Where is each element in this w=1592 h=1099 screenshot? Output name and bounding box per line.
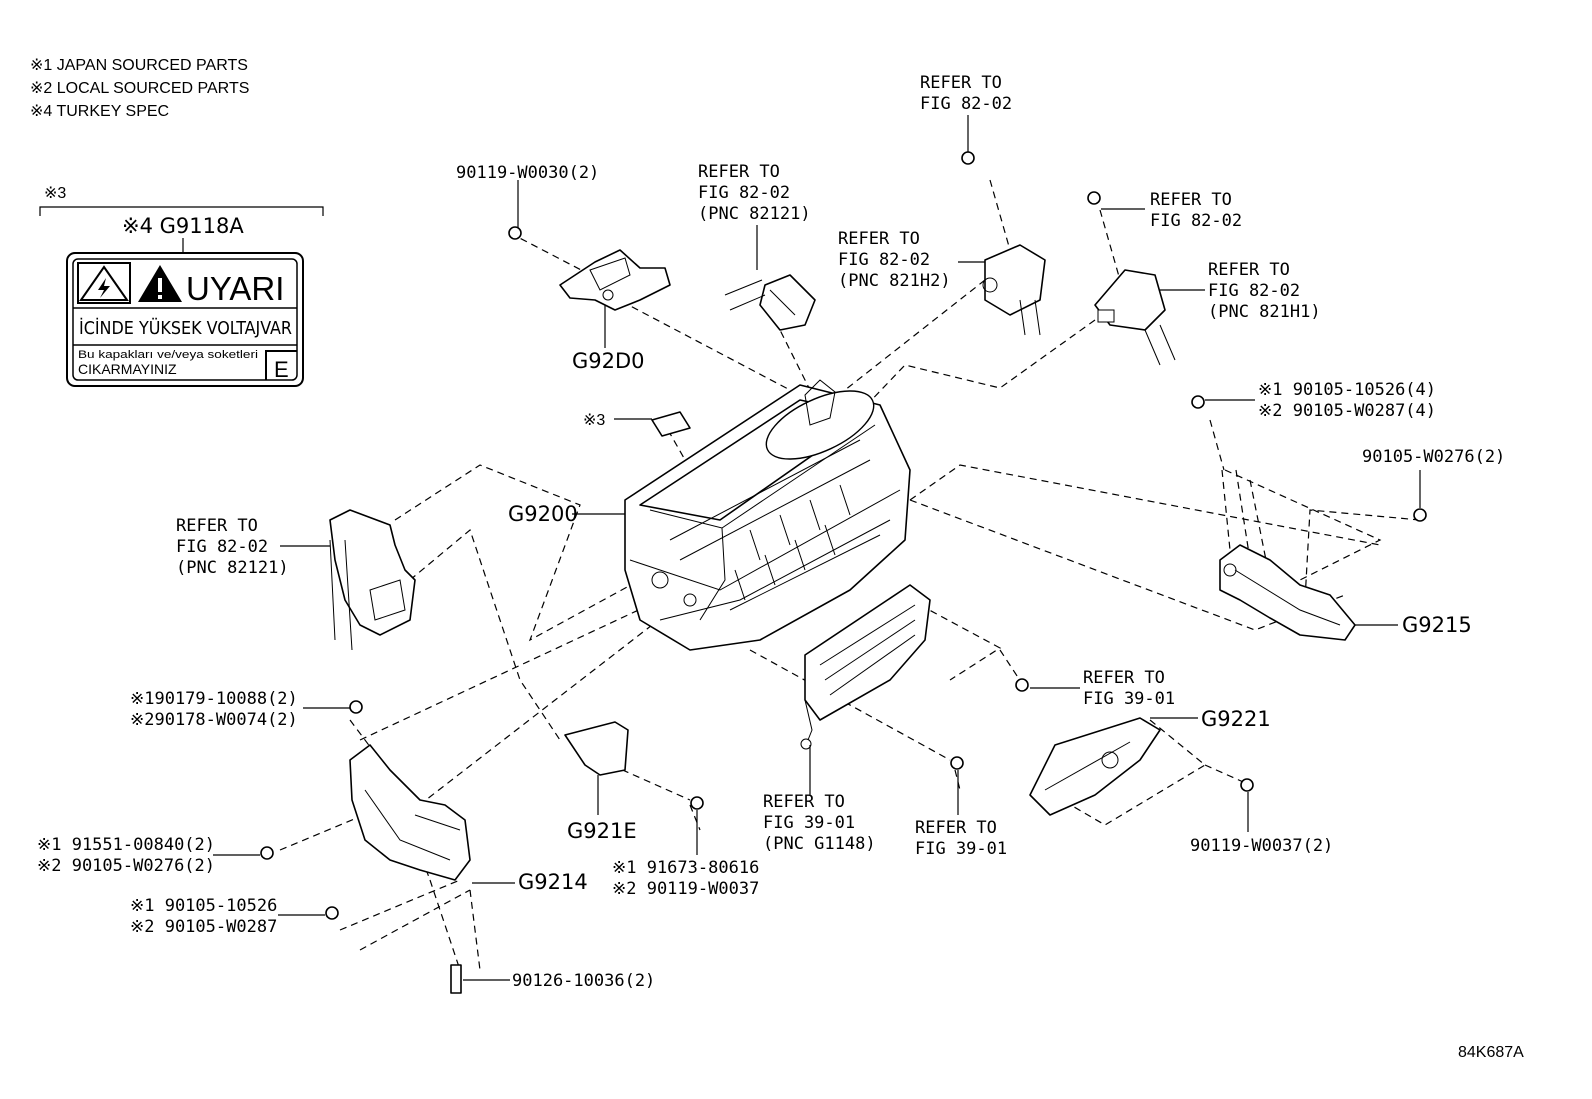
label-bracket-note: ※3 [44,185,66,202]
callout-refer-fig39-right-1: REFER TO [1083,668,1165,688]
callout-refer-fig39-center-2[interactable]: FIG 39-01 [763,813,855,833]
legend: ※1 JAPAN SOURCED PARTS ※2 LOCAL SOURCED … [30,57,249,120]
callout-refer-fig39-lower-2[interactable]: FIG 39-01 [915,839,1007,859]
warning-triangle-icon [138,265,182,302]
callout-note3: ※3 [583,412,605,429]
cover-g9214[interactable] [349,744,471,881]
callout-refer-h1-3: (PNC 821H1) [1208,302,1321,322]
callout-nut-2[interactable]: ※290178-W0074(2) [130,710,298,730]
callout-g9200[interactable]: G9200 [508,502,578,526]
callout-refer-fig39-lower-1: REFER TO [915,818,997,838]
callout-bolt-91551-1[interactable]: ※1 91551-00840(2) [37,835,215,855]
callout-bolt-91673-1[interactable]: ※1 91673-80616 [612,858,759,878]
callouts: 90119-W0030(2) REFER TO FIG 82-02 (PNC 8… [37,73,1505,991]
label-line-2: Bu kapakları ve/veya soketleri [78,349,258,361]
callout-bolt-right-1[interactable]: ※1 90105-10526(4) [1258,380,1436,400]
callout-bolt-right-2[interactable]: ※2 90105-W0287(4) [1258,401,1436,421]
leader-lines [213,115,1421,981]
figure-id: 84K687A [1458,1044,1524,1061]
warning-label-group: ※3 ※4 G9118A UYARI İCİNDE YÜKSEK VOLTAJV… [39,185,324,387]
callout-refer-top-center-1: REFER TO [698,162,780,182]
connector-82121-left[interactable] [329,509,416,651]
callout-refer-h1-1: REFER TO [1208,260,1290,280]
callout-refer-h1-2[interactable]: FIG 82-02 [1208,281,1300,301]
callout-refer-top-right-2[interactable]: FIG 82-02 [1150,211,1242,231]
label-line-3: CIKARMAYINIZ [78,361,177,377]
callout-bolt-91551-2[interactable]: ※2 90105-W0276(2) [37,856,215,876]
callout-bolt-w0276-right[interactable]: 90105-W0276(2) [1362,447,1505,467]
inverter-assembly-g9200[interactable] [624,377,911,651]
legend-turkey-spec: ※4 TURKEY SPEC [30,103,169,120]
connector-821h2[interactable] [982,244,1046,336]
callout-nut-1[interactable]: ※190179-10088(2) [130,689,298,709]
control-board[interactable] [800,584,931,750]
label-bracket [39,206,324,216]
label-part-number[interactable]: ※4 G9118A [122,214,244,238]
callout-refer-h2-2[interactable]: FIG 82-02 [838,250,930,270]
callout-refer-left-3: (PNC 82121) [176,558,289,578]
callout-g92d0[interactable]: G92D0 [572,349,645,373]
callout-refer-h2-1: REFER TO [838,229,920,249]
connector-82121-top[interactable] [724,274,816,331]
high-voltage-icon [79,265,129,301]
legend-japan-sourced: ※1 JAPAN SOURCED PARTS [30,57,248,74]
callout-refer-top-right-1: REFER TO [1150,190,1232,210]
callout-g9214[interactable]: G9214 [518,870,588,894]
callout-bolt-w0037-right[interactable]: 90119-W0037(2) [1190,836,1333,856]
cover-g9215[interactable] [1219,544,1356,641]
callout-refer-left-2[interactable]: FIG 82-02 [176,537,268,557]
callout-bolt-91673-2[interactable]: ※2 90119-W0037 [612,879,759,899]
callout-g921e[interactable]: G921E [567,819,637,843]
callout-g9215[interactable]: G9215 [1402,613,1472,637]
callout-refer-h2-3: (PNC 821H2) [838,271,951,291]
connector-821h1[interactable] [1094,269,1176,366]
callout-bolt-10526-1[interactable]: ※1 90105-10526 [130,896,277,916]
bracket-g92d0[interactable] [559,249,671,311]
label-warning-word: UYARI [186,270,284,307]
callout-stud[interactable]: 90126-10036(2) [512,971,655,991]
label-corner-letter: E [274,357,289,382]
callout-refer-top-center-2[interactable]: FIG 82-02 [698,183,790,203]
gasket-note3 [651,411,691,437]
callout-refer-top-center-3: (PNC 82121) [698,204,811,224]
callout-refer-top-mid-1: REFER TO [920,73,1002,93]
assembly-lines [279,179,1421,971]
bracket-g921e[interactable] [564,721,629,776]
callout-bolt-w0030[interactable]: 90119-W0030(2) [456,163,599,183]
legend-local-sourced: ※2 LOCAL SOURCED PARTS [30,80,249,97]
cover-g9221[interactable] [1029,717,1161,816]
warning-label-inner [72,258,298,381]
fasteners [260,151,1427,994]
callout-refer-top-mid-2[interactable]: FIG 82-02 [920,94,1012,114]
callout-refer-left-1: REFER TO [176,516,258,536]
label-line-1: İCİNDE YÜKSEK VOLTAJVAR [79,317,292,339]
callout-refer-fig39-center-1: REFER TO [763,792,845,812]
callout-refer-fig39-right-2[interactable]: FIG 39-01 [1083,689,1175,709]
callout-g9221[interactable]: G9221 [1201,707,1271,731]
callout-bolt-10526-2[interactable]: ※2 90105-W0287 [130,917,277,937]
callout-refer-fig39-center-3: (PNC G1148) [763,834,876,854]
